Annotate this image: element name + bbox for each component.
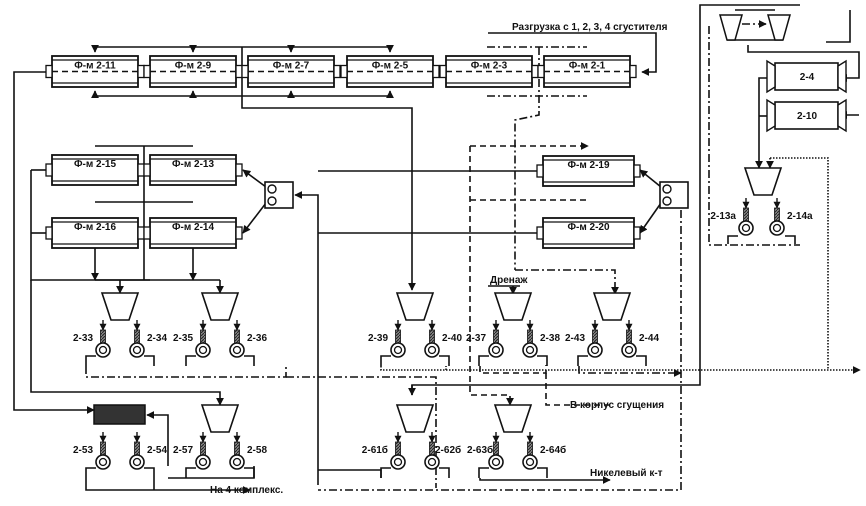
pump-label: 2-36	[247, 333, 267, 344]
filter-label: Ф-м 2-9	[175, 61, 212, 72]
pump-label: 2-33	[73, 333, 93, 344]
unit-label: 2-10	[797, 111, 817, 122]
pump-label: 2-35	[173, 333, 193, 344]
pump-label: 2-39	[368, 333, 388, 344]
pump-label: 2-44	[639, 333, 659, 344]
vacuum-pump	[424, 320, 440, 358]
pump-label: 2-14а	[787, 211, 813, 222]
vacuum-pump	[522, 432, 538, 470]
filter-label: Ф-м 2-3	[471, 61, 508, 72]
pump-label: 2-54	[147, 445, 167, 456]
filter-label: Ф-м 2-20	[567, 222, 609, 233]
pump-label: 2-61б	[362, 444, 388, 456]
disc-filter	[774, 62, 839, 91]
vacuum-pump	[229, 432, 245, 470]
pump-label: 2-13а	[710, 211, 736, 222]
filter-label: Ф-м 2-5	[372, 61, 409, 72]
drum-filter: Ф-м 2-20	[536, 217, 641, 249]
filter-label: Ф-м 2-11	[74, 61, 116, 72]
vacuum-pump	[95, 320, 111, 358]
filter-label: Ф-м 2-16	[74, 222, 116, 233]
drum-filter: Ф-м 2-15	[45, 154, 145, 186]
filter-label: Ф-м 2-7	[273, 61, 310, 72]
unit-label: 2-4	[800, 72, 815, 83]
filter-label: Ф-м 2-13	[172, 159, 214, 170]
pump-label: 2-43	[565, 333, 585, 344]
receiver-hopper	[493, 292, 533, 321]
to-thickening-label: В корпус сгущения	[570, 400, 664, 411]
receiver-hopper	[200, 404, 240, 433]
vacuum-pump	[195, 432, 211, 470]
vacuum-pump	[390, 432, 406, 470]
vacuum-pump	[390, 320, 406, 358]
mixer-tank	[93, 404, 146, 425]
discharge-label: Разгрузка с 1, 2, 3, 4 сгустителя	[512, 22, 668, 33]
drum-filter: Ф-м 2-7	[241, 55, 341, 88]
drum-filter: Ф-м 2-1	[537, 55, 637, 88]
vacuum-pump	[424, 432, 440, 470]
receiver-hopper	[743, 167, 783, 196]
drum-filter: Ф-м 2-5	[340, 55, 440, 88]
pump-label: 2-57	[173, 445, 193, 456]
pump-label: 2-64б	[540, 444, 566, 456]
to-complex-label: На 4 комплекс.	[210, 485, 283, 496]
receiver-hopper	[493, 404, 533, 433]
pump-label: 2-53	[73, 445, 93, 456]
vacuum-pump	[129, 320, 145, 358]
nickel-concentrate-label: Никелевый к-т	[590, 468, 663, 479]
pump-label: 2-37	[466, 333, 486, 344]
vacuum-pump	[488, 320, 504, 358]
pump-label: 2-58	[247, 445, 267, 456]
thickener-cone	[767, 14, 791, 41]
pump-label: 2-63б	[467, 444, 493, 456]
vacuum-pump	[95, 432, 111, 470]
vacuum-pump	[769, 198, 785, 236]
receiver-hopper	[100, 292, 140, 321]
vacuum-pump	[488, 432, 504, 470]
drum-filter: Ф-м 2-14	[143, 217, 243, 249]
pump-label: 2-62б	[435, 444, 461, 456]
drum-filter: Ф-м 2-9	[143, 55, 243, 88]
drum-filter: Ф-м 2-19	[536, 155, 641, 187]
filter-label: Ф-м 2-1	[569, 61, 606, 72]
vacuum-pump	[129, 432, 145, 470]
vacuum-pump	[195, 320, 211, 358]
vacuum-pump	[738, 198, 754, 236]
receiver-hopper	[200, 292, 240, 321]
thickener-cone	[719, 14, 743, 41]
drum-filter: Ф-м 2-16	[45, 217, 145, 249]
drum-filter: Ф-м 2-11	[45, 55, 145, 88]
vacuum-pump	[621, 320, 637, 358]
drum-filter: Ф-м 2-3	[439, 55, 539, 88]
receiver-hopper	[395, 404, 435, 433]
drum-filter: Ф-м 2-13	[143, 154, 243, 186]
filter-label: Ф-м 2-19	[567, 160, 609, 171]
filter-label: Ф-м 2-14	[172, 222, 214, 233]
vacuum-pump	[229, 320, 245, 358]
drainage-label: Дренаж	[490, 275, 528, 286]
filter-label: Ф-м 2-15	[74, 159, 116, 170]
pump-label: 2-40	[442, 333, 462, 344]
pump-label: 2-38	[540, 333, 560, 344]
vacuum-pump	[522, 320, 538, 358]
vacuum-pump	[587, 320, 603, 358]
receiver-hopper	[395, 292, 435, 321]
pump-label: 2-34	[147, 333, 167, 344]
receiver-hopper	[592, 292, 632, 321]
annotations: 2-33 2-34 2-35 2-36 2-39 2-40 2-37 2-38 2-43 2-44…	[73, 22, 813, 496]
